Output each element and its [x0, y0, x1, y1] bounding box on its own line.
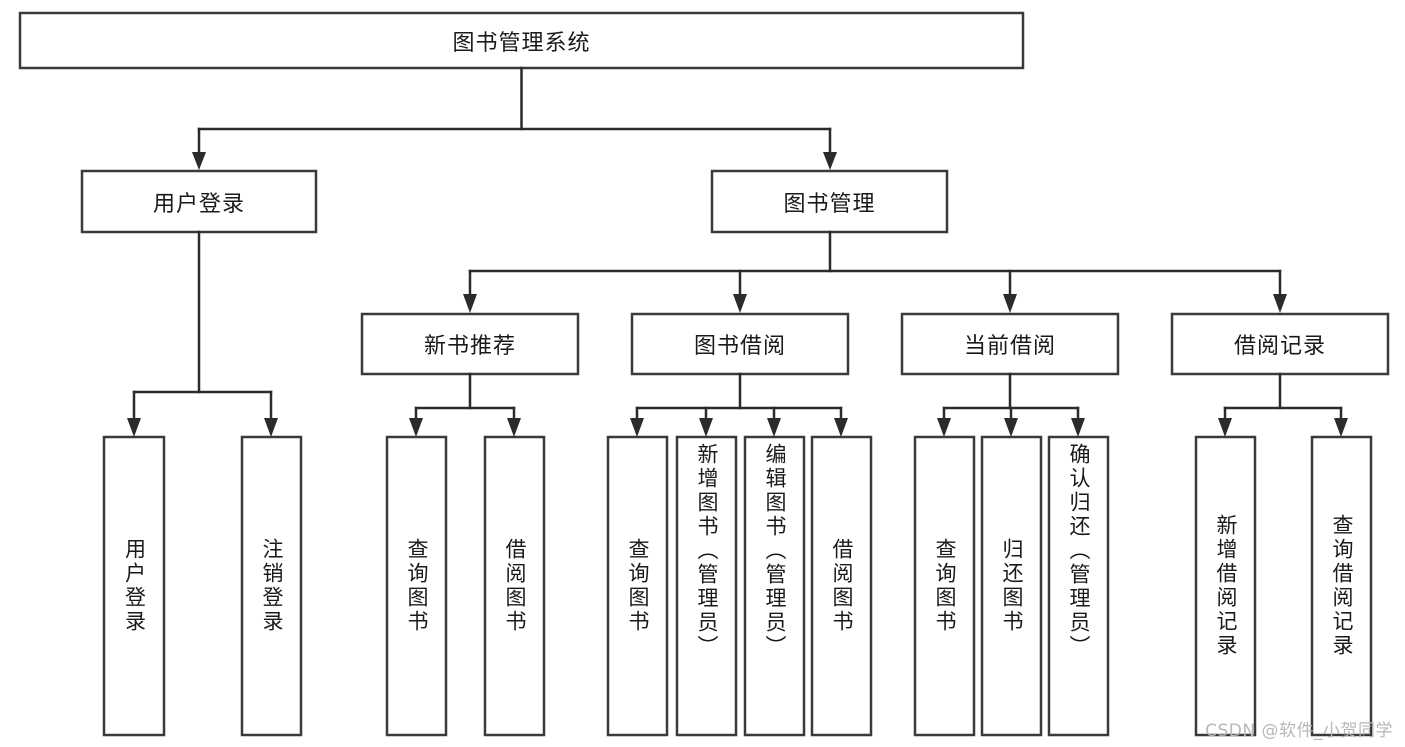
node-leaf-query-book-3-box[interactable] [913, 435, 976, 737]
node-leaf-confirm-return-box[interactable] [1047, 435, 1110, 737]
node-root-box[interactable] [18, 11, 1025, 70]
arrowhead-book-borrow [733, 294, 747, 313]
node-leaf-borrow-book-2-box[interactable] [810, 435, 873, 737]
node-book-manage-box[interactable] [710, 169, 949, 234]
arrowhead-leaf-logout [264, 418, 278, 437]
arrowhead-leaf-confirm-return [1071, 418, 1085, 437]
arrowhead-leaf-query-record [1334, 418, 1348, 437]
node-new-book-rec-box[interactable] [360, 312, 580, 376]
arrowhead-leaf-add-record [1218, 418, 1232, 437]
node-borrow-record-box[interactable] [1170, 312, 1390, 376]
arrowhead-leaf-add-book [699, 418, 713, 437]
arrowhead-leaf-query-book-3 [937, 418, 951, 437]
arrowhead-current-borrow [1003, 294, 1017, 313]
node-leaf-add-book-box[interactable] [675, 435, 738, 737]
node-leaf-user-login-box[interactable] [102, 435, 166, 737]
node-book-borrow-box[interactable] [630, 312, 850, 376]
node-leaf-query-record-box[interactable] [1310, 435, 1373, 737]
arrowhead-leaf-return-book [1004, 418, 1018, 437]
arrowhead-leaf-borrow-book-1 [507, 418, 521, 437]
node-leaf-edit-book-box[interactable] [743, 435, 806, 737]
node-leaf-add-record-box[interactable] [1194, 435, 1257, 737]
arrowhead-leaf-borrow-book-2 [834, 418, 848, 437]
node-user-login-box[interactable] [80, 169, 318, 234]
node-leaf-borrow-book-1-box[interactable] [483, 435, 546, 737]
arrowhead-leaf-edit-book [767, 418, 781, 437]
node-current-borrow-box[interactable] [900, 312, 1120, 376]
arrowhead-leaf-user-login [127, 418, 141, 437]
node-leaf-return-book-box[interactable] [980, 435, 1043, 737]
arrowhead-leaf-query-book-1 [409, 418, 423, 437]
arrowhead-user-login [192, 152, 206, 170]
node-leaf-query-book-2-box[interactable] [606, 435, 669, 737]
arrowhead-new-book-rec [463, 294, 477, 313]
node-leaf-logout-box[interactable] [240, 435, 303, 737]
arrowhead-leaf-query-book-2 [630, 418, 644, 437]
arrowhead-book-manage [823, 152, 837, 170]
arrowhead-borrow-record [1273, 294, 1287, 313]
node-leaf-query-book-1-box[interactable] [385, 435, 448, 737]
